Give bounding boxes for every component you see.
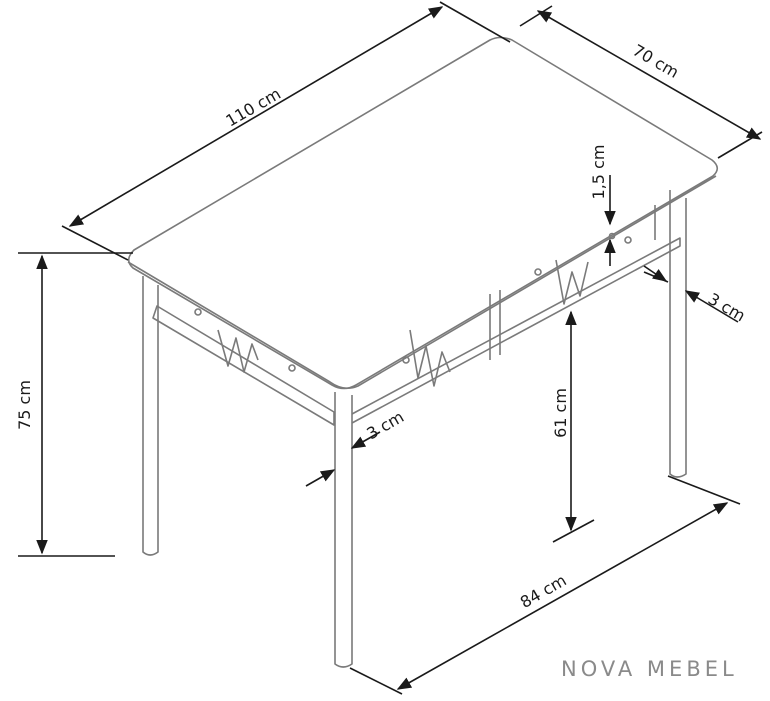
table-top	[127, 36, 719, 390]
dim-leg-side-line	[643, 265, 668, 282]
table-top-edge	[127, 175, 717, 390]
dim-length-label: 110 cm	[223, 84, 284, 130]
dim-leg-front-line	[305, 469, 336, 487]
table-illustration	[127, 36, 719, 668]
dimension-lines	[18, 1, 763, 695]
zigzag-front-2	[409, 329, 451, 387]
dim-shelf-height-label: 61 cm	[551, 388, 570, 438]
dim-span-label: 84 cm	[517, 571, 570, 612]
zigzag-front-1	[217, 329, 259, 373]
dim-top-thickness-label: 1,5 cm	[589, 145, 608, 200]
leg-front-left	[142, 276, 159, 556]
dim-leg-side-label: 3 cm	[705, 289, 749, 325]
zigzag-side	[555, 259, 589, 305]
dim-height-label: 75 cm	[15, 380, 34, 430]
dim-length-line	[68, 6, 444, 227]
leg-front-right	[334, 392, 353, 668]
leg-back-right	[669, 190, 687, 478]
apron-front	[152, 305, 335, 426]
dim-width-line	[536, 10, 762, 140]
dim-width-label: 70 cm	[629, 41, 682, 82]
apron-side-inner	[489, 290, 501, 360]
dim-span-line	[396, 502, 729, 690]
brand-logo: NOVA MEBEL	[561, 657, 738, 681]
apron-side	[351, 237, 681, 424]
